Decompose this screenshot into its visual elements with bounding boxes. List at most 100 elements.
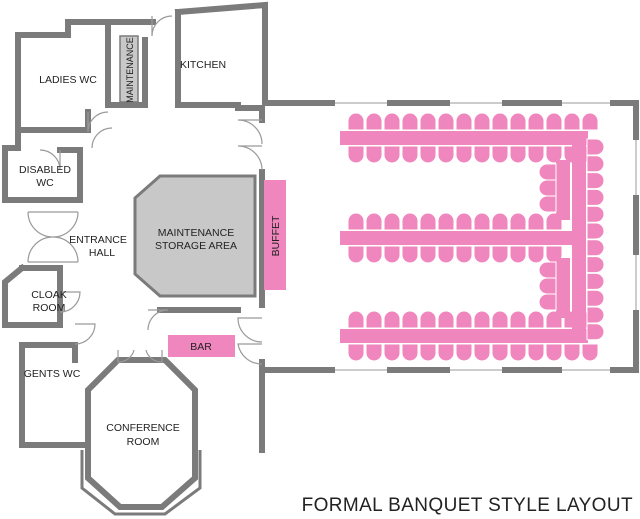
seat: [581, 112, 599, 131]
maintenance-cupboard: [119, 35, 139, 103]
seat: [491, 310, 509, 329]
seat: [586, 155, 605, 173]
seat: [437, 245, 455, 264]
conference-bay: [80, 450, 202, 516]
seat: [455, 310, 473, 329]
seat: [491, 212, 509, 231]
seat: [473, 212, 491, 231]
bar-counter: [168, 335, 235, 357]
seat: [509, 310, 527, 329]
seat: [437, 343, 455, 362]
seat: [586, 323, 605, 341]
door-swing: [117, 349, 163, 363]
seat: [347, 145, 365, 164]
seat: [491, 245, 509, 264]
table-branch-upper: [556, 160, 570, 220]
door-swing: [27, 211, 79, 263]
seat: [383, 212, 401, 231]
seat: [527, 212, 545, 231]
seat: [419, 343, 437, 362]
seat: [365, 343, 383, 362]
door-swing: [87, 111, 109, 133]
seat: [383, 310, 401, 329]
buffet-table: [264, 180, 286, 290]
seat: [509, 245, 527, 264]
seat: [491, 343, 509, 362]
label-maintenance: MAINTENANCE: [125, 37, 135, 103]
seat: [586, 138, 605, 156]
seat: [437, 145, 455, 164]
seat: [437, 310, 455, 329]
seat: [419, 212, 437, 231]
seat: [538, 293, 557, 311]
label-buffet: BUFFET: [270, 215, 282, 256]
seat: [401, 145, 419, 164]
seat: [563, 343, 581, 362]
seat: [437, 112, 455, 131]
seat: [419, 310, 437, 329]
seat: [455, 343, 473, 362]
seat: [473, 343, 491, 362]
seat: [365, 245, 383, 264]
door-swing: [237, 119, 263, 171]
seat: [455, 245, 473, 264]
door-swing: [39, 149, 61, 171]
wall-ladies-wc: [15, 109, 91, 133]
seat: [473, 310, 491, 329]
seat: [491, 112, 509, 131]
seat: [545, 343, 563, 362]
door-swing: [91, 127, 113, 149]
seat: [586, 222, 605, 240]
seat: [365, 112, 383, 131]
wall-gents: [19, 342, 88, 448]
door-swing: [147, 309, 169, 331]
seat: [538, 179, 557, 197]
seat: [538, 261, 557, 279]
walls: [2, 1, 639, 510]
seat: [401, 310, 419, 329]
seat: [527, 343, 545, 362]
seat: [586, 188, 605, 206]
seat: [347, 245, 365, 264]
seat: [347, 343, 365, 362]
seat: [383, 145, 401, 164]
label-bar: BAR: [190, 341, 212, 353]
seat: [509, 212, 527, 231]
seat: [586, 272, 605, 290]
table-right-column: [572, 131, 586, 343]
seat: [365, 212, 383, 231]
seat: [419, 145, 437, 164]
seat: [473, 112, 491, 131]
door-swing: [74, 323, 96, 345]
table-middle-row: [340, 231, 586, 245]
seat: [365, 145, 383, 164]
seat: [383, 112, 401, 131]
door-swing: [59, 291, 81, 313]
seat: [401, 112, 419, 131]
wall-cloak-inner: [19, 265, 63, 328]
seat: [473, 145, 491, 164]
table-bottom-row: [340, 329, 588, 343]
seat: [586, 239, 605, 257]
maintenance-storage-area: [133, 174, 257, 298]
table-branch-lower: [556, 258, 570, 318]
seat: [419, 245, 437, 264]
label-ladies-wc: LADIES WC: [39, 74, 97, 86]
seat: [527, 310, 545, 329]
seat: [509, 112, 527, 131]
wall-conference: [85, 357, 198, 510]
seat: [419, 112, 437, 131]
seat: [563, 112, 581, 131]
seat: [538, 163, 557, 181]
conference-bay-outline: [80, 450, 202, 516]
wall-cloak: [2, 263, 27, 328]
seat: [509, 343, 527, 362]
seat: [473, 245, 491, 264]
seat: [527, 145, 545, 164]
seat: [455, 145, 473, 164]
